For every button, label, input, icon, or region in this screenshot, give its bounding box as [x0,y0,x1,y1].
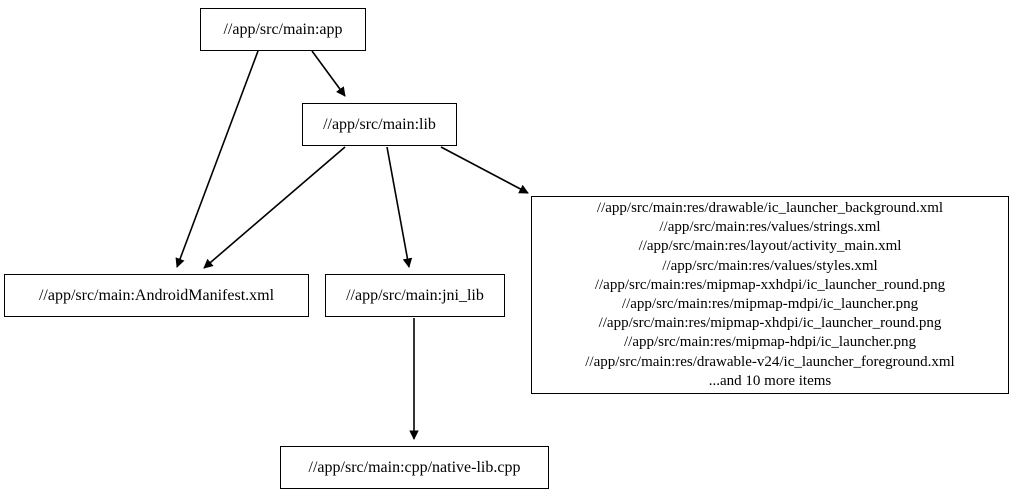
node-jni-lib[interactable]: //app/src/main:jni_lib [325,274,505,317]
node-native-lib-cpp[interactable]: //app/src/main:cpp/native-lib.cpp [280,446,549,489]
edge-lib-to-manifest [203,146,346,269]
res-line: //app/src/main:res/mipmap-xxhdpi/ic_laun… [594,276,946,293]
edge-app-to-lib [311,50,346,97]
node-android-manifest[interactable]: //app/src/main:AndroidManifest.xml [4,274,309,317]
node-native-lib-cpp-label: //app/src/main:cpp/native-lib.cpp [308,458,521,476]
res-line: //app/src/main:res/mipmap-hdpi/ic_launch… [623,334,916,351]
node-lib-label: //app/src/main:lib [323,115,436,133]
node-res-group[interactable]: //app/src/main:res/drawable/ic_launcher_… [531,196,1009,394]
res-line: //app/src/main:res/values/styles.xml [662,257,878,274]
res-line: //app/src/main:res/layout/activity_main.… [638,238,902,255]
edge-app-to-manifest [175,50,259,268]
res-line: //app/src/main:res/values/strings.xml [659,219,881,236]
res-line: //app/src/main:res/drawable/ic_launcher_… [596,199,944,216]
node-lib[interactable]: //app/src/main:lib [302,103,457,146]
node-jni-lib-label: //app/src/main:jni_lib [346,286,484,304]
edge-lib-to-jni-lib [386,146,413,268]
node-res-group-lines: //app/src/main:res/drawable/ic_launcher_… [538,199,1002,391]
node-app[interactable]: //app/src/main:app [200,8,366,51]
node-android-manifest-label: //app/src/main:AndroidManifest.xml [38,286,275,304]
res-line: //app/src/main:res/drawable-v24/ic_launc… [585,353,955,370]
res-more-items-label: ...and 10 more items [708,372,832,389]
res-line: //app/src/main:res/mipmap-mdpi/ic_launch… [621,296,919,312]
edge-lib-to-res [440,146,529,194]
node-app-label: //app/src/main:app [223,20,343,38]
res-line: //app/src/main:res/mipmap-xhdpi/ic_launc… [598,315,942,332]
